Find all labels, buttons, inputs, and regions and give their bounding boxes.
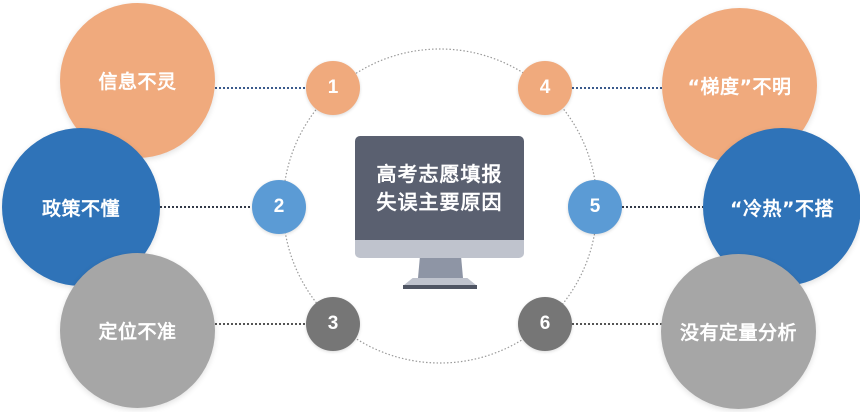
center-title-line2: 失误主要原因 xyxy=(376,190,503,214)
number-badge-5: 5 xyxy=(568,180,622,234)
number-1: 1 xyxy=(327,77,339,98)
monitor-stand-neck xyxy=(418,258,463,278)
reason-label-5: “冷热”不搭 xyxy=(730,197,834,220)
reason-label-1: 信息不灵 xyxy=(98,71,177,93)
reason-circle-3: 定位不准 xyxy=(60,253,215,408)
reason-circle-5: “冷热”不搭 xyxy=(703,128,860,286)
monitor-stand-foot xyxy=(404,278,476,285)
monitor-bezel xyxy=(355,240,524,258)
number-2: 2 xyxy=(273,196,285,217)
reason-circle-6: 没有定量分析 xyxy=(661,254,816,409)
number-badge-2: 2 xyxy=(252,180,306,234)
number-badge-1: 1 xyxy=(306,61,360,115)
reason-label-6: 没有定量分析 xyxy=(679,322,797,344)
number-6: 6 xyxy=(539,313,551,334)
number-3: 3 xyxy=(327,313,339,334)
center-title-line1: 高考志愿填报 xyxy=(376,162,503,186)
reason-label-3: 定位不准 xyxy=(98,321,177,343)
number-4: 4 xyxy=(539,77,551,98)
reason-label-2: 政策不懂 xyxy=(41,197,120,220)
number-5: 5 xyxy=(589,196,601,217)
number-badge-4: 4 xyxy=(518,61,572,115)
monitor-stand-base xyxy=(403,285,477,289)
number-badge-3: 3 xyxy=(306,297,360,351)
monitor-icon: 高考志愿填报 失误主要原因 xyxy=(355,136,524,240)
reason-label-4: “梯度”不明 xyxy=(687,76,792,98)
number-badge-6: 6 xyxy=(518,297,572,351)
